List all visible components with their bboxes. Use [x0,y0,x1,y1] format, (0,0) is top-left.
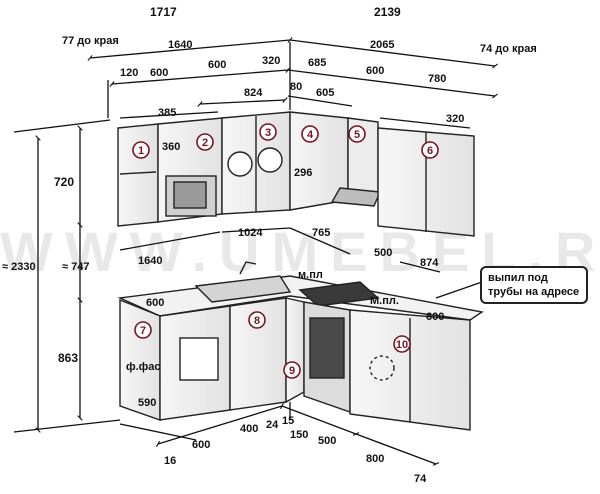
module-number-markers [132,123,439,379]
dim-150: 150 [290,429,308,441]
dim-2139: 2139 [374,5,401,19]
dim-500b: 500 [318,435,336,447]
top-dimension-lines [87,37,498,129]
module-3: 3 [265,127,271,139]
dim-1024: 1024 [238,227,263,239]
module-numbers: 1 2 3 4 5 6 7 8 9 10 [138,127,433,377]
dim-685: 685 [308,57,326,69]
lower-cabinets [119,297,471,431]
label-ffas: ф.фас [126,361,161,373]
dim-400: 400 [240,423,258,435]
dim-2330: ≈ 2330 [2,261,36,273]
dim-320b: 320 [446,113,464,125]
dim-385: 385 [158,107,176,119]
dim-765: 765 [312,227,330,239]
label-mpl-1: м.пл [298,269,323,281]
label-mpl-2: М.пл. [370,295,399,307]
dim-600d: 600 [146,297,164,309]
dim-600a: 600 [150,67,168,79]
dim-16: 16 [164,455,176,467]
dim-77-edge: 77 до края [62,35,119,47]
dim-605: 605 [316,87,334,99]
dim-600e: 600 [426,311,444,323]
dim-120: 120 [120,67,138,79]
dim-2065: 2065 [370,39,394,51]
module-1: 1 [138,145,144,157]
dim-800: 800 [366,453,384,465]
dim-1640: 1640 [168,39,192,51]
dim-1640b: 1640 [138,255,162,267]
note-arrow [435,281,483,299]
dim-824: 824 [244,87,263,99]
dim-320a: 320 [262,55,280,67]
dim-720: 720 [54,175,74,189]
module-9: 9 [289,365,295,377]
dim-600b: 600 [208,59,226,71]
pipe-cutout-note: выпил под трубы на адресе [480,266,588,304]
dim-1717: 1717 [150,5,177,19]
dim-600f: 600 [192,439,210,451]
dim-747: ≈ 747 [62,261,89,273]
dim-590: 590 [138,397,156,409]
dim-600c: 600 [366,65,384,77]
module-7: 7 [140,325,146,337]
module-4: 4 [307,129,314,141]
module-8: 8 [254,315,260,327]
dim-15: 15 [282,415,294,427]
dimension-labels: 1717 2139 77 до края 74 до края 1640 206… [2,5,537,485]
dim-74: 74 [414,473,427,485]
module-5: 5 [354,129,360,141]
dim-24: 24 [266,419,279,431]
dim-74-edge: 74 до края [480,43,537,55]
dim-500a: 500 [374,247,392,259]
dim-874: 874 [420,257,439,269]
module-10: 10 [396,339,408,351]
dim-80: 80 [290,81,302,93]
dim-296: 296 [294,167,312,179]
module-6: 6 [427,145,433,157]
bottom-dimension-lines [119,402,440,466]
dim-360: 360 [162,141,180,153]
dim-780: 780 [428,73,446,85]
dim-863: 863 [58,351,78,365]
module-2: 2 [202,137,208,149]
left-dimension-lines [13,119,441,433]
